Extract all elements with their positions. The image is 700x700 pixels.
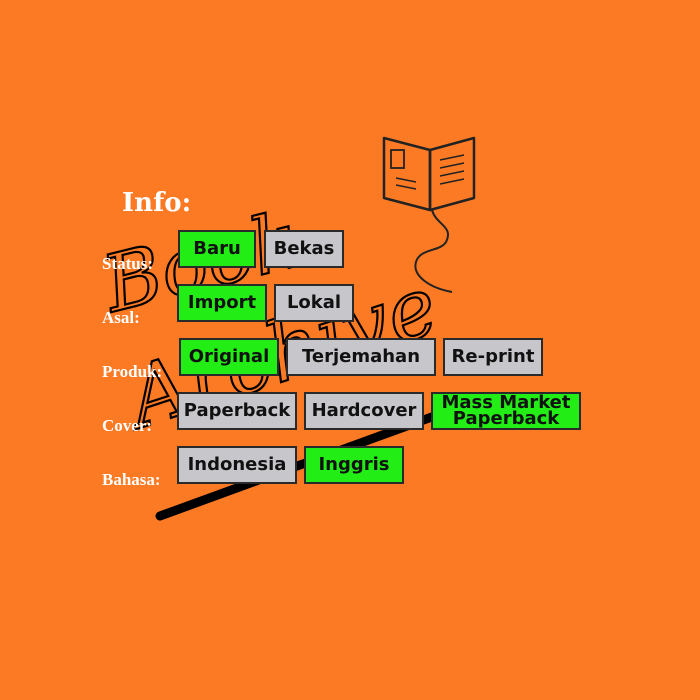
cover-option-paperback[interactable]: Paperback xyxy=(177,392,297,430)
asal-option-import[interactable]: Import xyxy=(177,284,267,322)
asal-label: Asal: xyxy=(102,308,140,327)
status-option-baru[interactable]: Baru xyxy=(178,230,256,268)
open-book-icon xyxy=(382,136,476,293)
bahasa-label: Bahasa: xyxy=(102,470,161,489)
asal-option-lokal[interactable]: Lokal xyxy=(274,284,354,322)
produk-option-reprint[interactable]: Re-print xyxy=(443,338,543,376)
produk-option-original[interactable]: Original xyxy=(179,338,279,376)
info-title: Info: xyxy=(122,188,192,218)
produk-label: Produk: xyxy=(102,362,163,381)
cover-option-mass-market-paperback[interactable]: Mass Market Paperback xyxy=(431,392,581,430)
status-option-bekas[interactable]: Bekas xyxy=(264,230,344,268)
bahasa-option-inggris[interactable]: Inggris xyxy=(304,446,404,484)
bahasa-option-indonesia[interactable]: Indonesia xyxy=(177,446,297,484)
cover-option-hardcover[interactable]: Hardcover xyxy=(304,392,424,430)
logo-underline-stroke xyxy=(155,409,445,521)
status-label: Status: xyxy=(102,254,154,273)
produk-option-terjemahan[interactable]: Terjemahan xyxy=(286,338,436,376)
cover-label: Cover: xyxy=(102,416,153,435)
